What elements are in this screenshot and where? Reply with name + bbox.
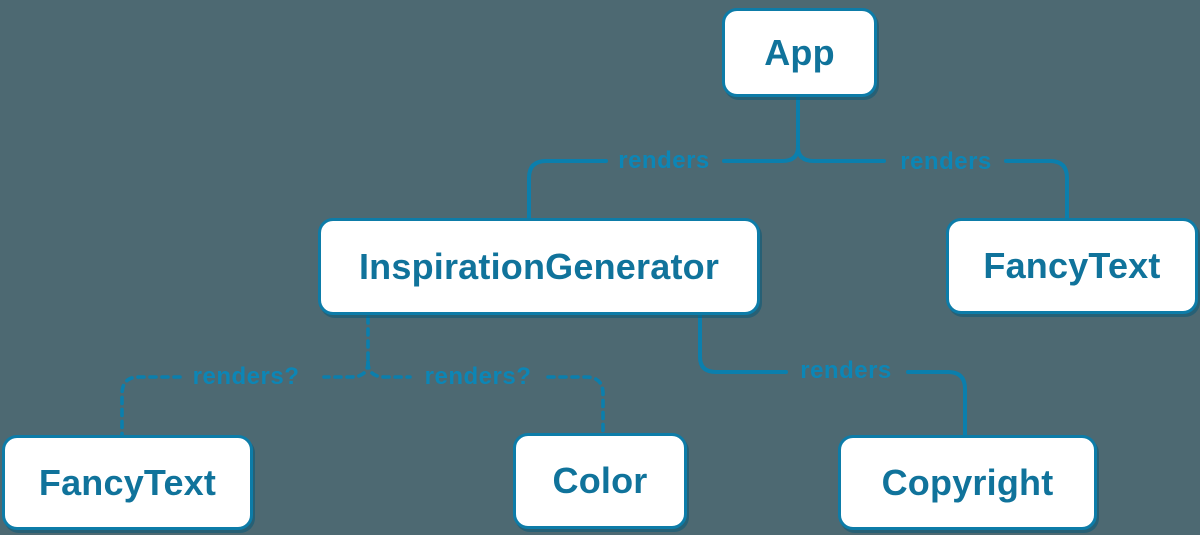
node-color-label: Color [552, 460, 648, 501]
node-color: Color [513, 433, 687, 529]
edge-inspirationgenerator-color-dashed-line [366, 360, 605, 436]
edge-label-inspirationgenerator-copyright: renders [800, 357, 892, 384]
node-fancy-text-top-label: FancyText [983, 245, 1161, 286]
node-fancy-text-bottom-label: FancyText [38, 461, 217, 503]
node-fancy-text-bottom: FancyText [2, 435, 253, 530]
node-fancy-text-top: FancyText [946, 218, 1198, 314]
edge-inspirationgenerator-copyright-line [698, 314, 967, 438]
node-app-label: App [764, 31, 835, 73]
edge-label-inspirationgenerator-fancytext: renders? [192, 363, 300, 390]
edge-app-fancytext-line [796, 145, 1069, 221]
edge-label-app-fancytext: renders [900, 148, 992, 175]
edge-label-inspirationgenerator-color: renders? [424, 363, 532, 390]
edge-label-app-inspirationgenerator: renders [618, 147, 710, 174]
node-app: App [722, 8, 877, 97]
node-copyright-label: Copyright [881, 461, 1054, 503]
node-inspiration-generator: InspirationGenerator [318, 218, 760, 315]
node-copyright: Copyright [838, 435, 1097, 530]
node-inspiration-generator-label: InspirationGenerator [358, 245, 720, 287]
